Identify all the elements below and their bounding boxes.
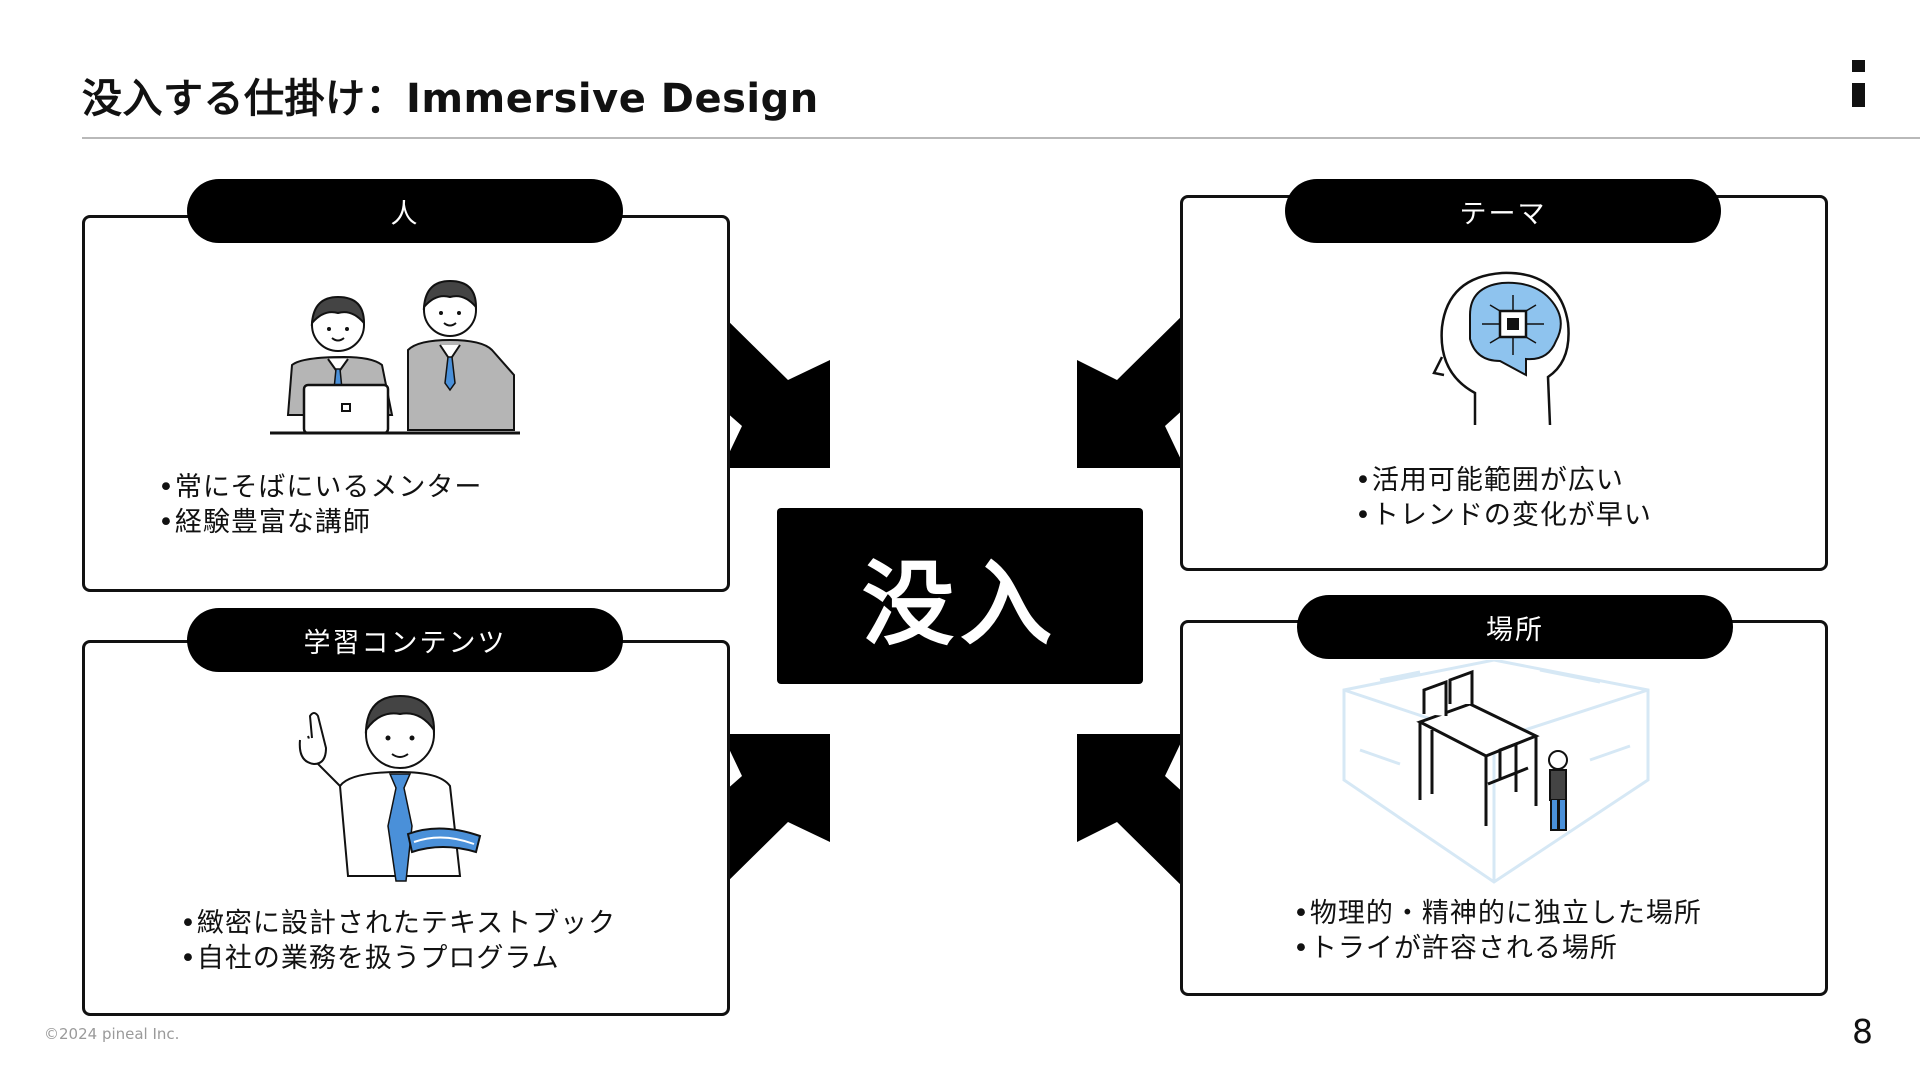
card-place [1180,620,1828,996]
list-item: •経験豊富な講師 [158,507,371,538]
card-place-bullets: •物理的・精神的に独立した場所 •トライが許容される場所 [1293,896,1702,966]
brain-chip-head-illustration [1432,271,1570,426]
title-divider [82,137,1920,139]
list-item: •緻密に設計されたテキストブック [180,908,617,939]
brand-mark-top [1852,60,1865,72]
card-theme-bullets: •活用可能範囲が広い •トレンドの変化が早い [1355,463,1652,533]
page-number: 8 [1852,1012,1873,1051]
isolated-room-desk-illustration [1342,660,1650,884]
card-content-label: 学習コンテンツ [187,608,623,672]
brand-mark-bottom [1852,83,1865,107]
card-place-label: 場所 [1297,595,1733,659]
list-item: •トライが許容される場所 [1293,933,1618,964]
list-item: •物理的・精神的に独立した場所 [1293,898,1702,929]
card-people-bullets: •常にそばにいるメンター •経験豊富な講師 [158,470,482,540]
slide-title: 没入する仕掛け：Immersive Design [82,76,819,122]
card-theme-label: テーマ [1285,179,1721,243]
list-item: •常にそばにいるメンター [158,472,483,503]
card-content-bullets: •緻密に設計されたテキストブック •自社の業務を扱うプログラム [180,906,616,976]
copyright: ©2024 pineal Inc. [44,1025,180,1043]
list-item: •活用可能範囲が広い [1355,465,1624,496]
center-label: 没入 [861,550,1058,658]
list-item: •自社の業務を扱うプログラム [180,943,560,974]
mentors-at-laptop-illustration [270,279,520,435]
list-item: •トレンドの変化が早い [1355,500,1652,531]
center-immersion-box: 没入 [777,508,1143,684]
instructor-with-book-illustration [298,694,482,882]
card-people-label: 人 [187,179,623,243]
